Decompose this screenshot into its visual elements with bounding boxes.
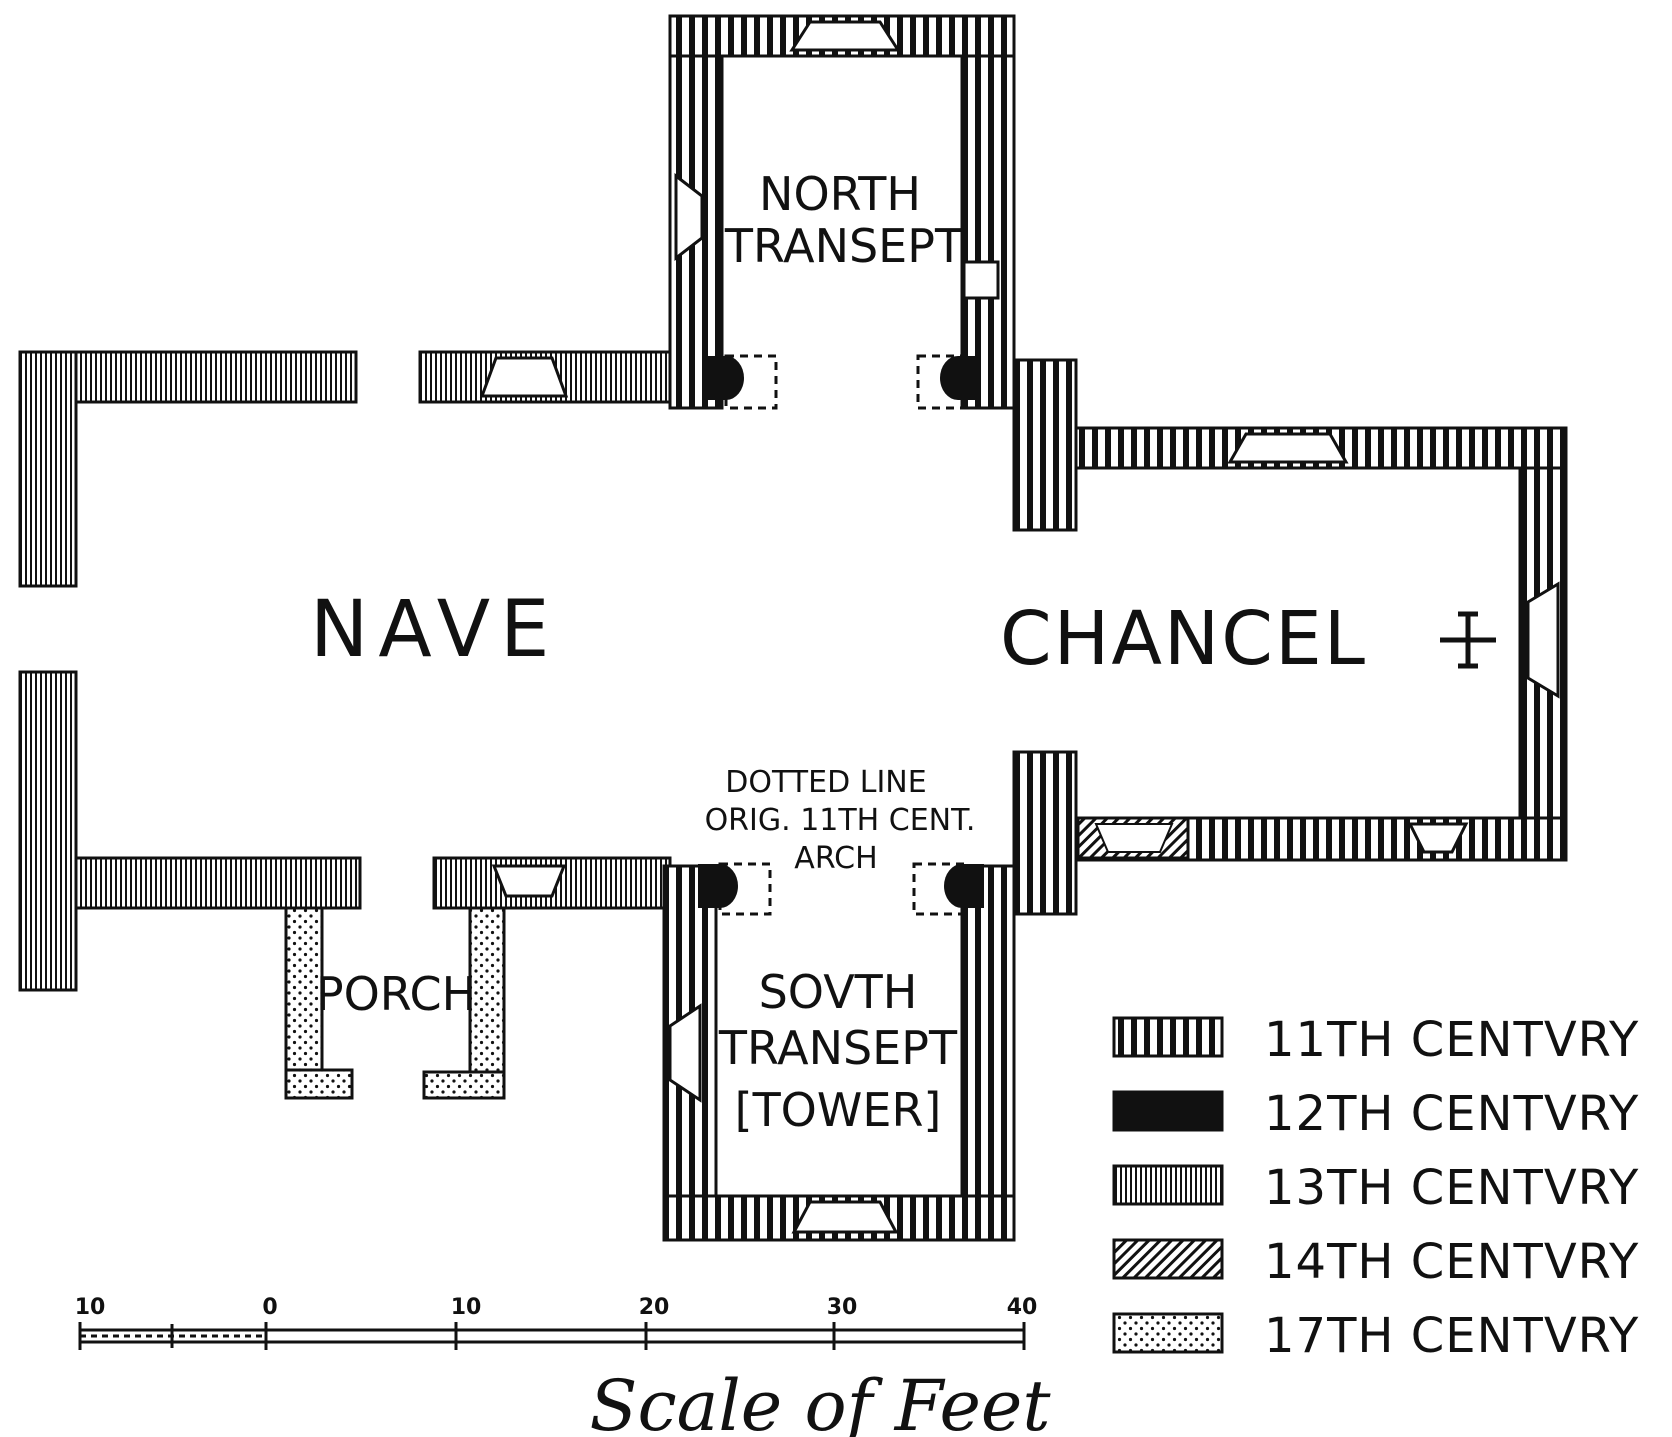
annotation-line-1: DOTTED LINE <box>725 765 926 800</box>
window-nave-north <box>479 356 569 398</box>
altar-cross-icon <box>1440 611 1496 669</box>
respond-north-east <box>940 356 980 400</box>
label-south-transept-2: TRANSEPT <box>718 1021 958 1075</box>
legend-label-11th: 11TH CENTVRY <box>1264 1012 1639 1068</box>
legend-swatch-14th <box>1112 1238 1224 1280</box>
window-chancel-north <box>1227 432 1349 464</box>
legend-label-12th: 12TH CENTVRY <box>1264 1086 1639 1142</box>
original-arch-outlines <box>718 354 968 916</box>
nave-wall-west-north <box>18 350 78 588</box>
arch-outline-south-east <box>912 862 966 916</box>
porch-walls <box>284 906 506 1100</box>
legend-label-14th: 14TH CENTVRY <box>1264 1234 1639 1290</box>
label-south-transept-1: SOVTH <box>759 965 918 1019</box>
legend-swatch-13th <box>1112 1164 1224 1206</box>
window-chancel-south-east <box>1407 822 1469 854</box>
annotation-line-2: ORIG. 11TH CENT. <box>705 803 976 838</box>
porch-wall-east-return <box>422 1070 506 1100</box>
chancel-pier-south <box>1012 750 1078 916</box>
label-nave: NAVE <box>310 585 559 675</box>
respond-south-west <box>698 864 738 908</box>
scale-tick-label-4: 30 <box>827 1295 858 1320</box>
arch-outline-north-west <box>724 354 778 410</box>
legend-item-12th: 12TH CENTVRY <box>1112 1086 1639 1142</box>
label-north-transept-1: NORTH <box>759 167 921 221</box>
north-transept-wall-east <box>960 54 1016 410</box>
arch-outline-south-west <box>718 862 772 916</box>
annotation-line-3: ARCH <box>794 841 877 876</box>
legend-label-13th: 13TH CENTVRY <box>1264 1160 1639 1216</box>
window-north-transept-west <box>674 172 704 262</box>
scale-tick-label-0: 10 <box>75 1295 106 1320</box>
porch-wall-east <box>468 906 506 1100</box>
scale-ticks <box>78 1322 1026 1350</box>
label-porch: PORCH <box>316 967 476 1021</box>
respond-north-west <box>704 356 744 400</box>
nave-wall-north-west <box>74 350 358 404</box>
scale-tick-label-2: 10 <box>451 1295 482 1320</box>
window-south-transept-west <box>668 1003 702 1103</box>
legend-swatch-11th <box>1112 1016 1224 1058</box>
south-transept-wall-east <box>960 864 1016 1242</box>
scale-tick-label-3: 20 <box>639 1295 670 1320</box>
legend-item-11th: 11TH CENTVRY <box>1112 1012 1639 1068</box>
window-chancel-east <box>1526 581 1560 699</box>
scale-tick-label-1: 0 <box>262 1295 277 1320</box>
window-14th-century-opening <box>1094 823 1174 853</box>
twelfth-century-responds <box>698 356 984 908</box>
window-nave-south <box>491 864 567 898</box>
legend-item-13th: 13TH CENTVRY <box>1112 1160 1639 1216</box>
label-south-transept-3: [TOWER] <box>735 1083 942 1137</box>
legend: 11TH CENTVRY 12TH CENTVRY 13TH CENTVRY 1… <box>1112 1012 1639 1364</box>
legend-item-14th: 14TH CENTVRY <box>1112 1234 1639 1290</box>
nave-wall-west-south <box>18 670 78 992</box>
legend-swatch-12th <box>1112 1090 1224 1132</box>
legend-label-17th: 17TH CENTVRY <box>1264 1308 1639 1364</box>
scale-tick-label-5: 40 <box>1007 1295 1038 1320</box>
legend-item-17th: 17TH CENTVRY <box>1112 1308 1639 1364</box>
scale-bar: 10 0 10 20 30 40 Scale of Feet <box>75 1295 1052 1437</box>
label-north-transept-2: TRANSEPT <box>724 219 964 273</box>
window-openings <box>479 20 1560 1234</box>
window-north-transept-north <box>789 20 901 52</box>
piscina-detail <box>962 260 1000 300</box>
porch-wall-west-return <box>284 1068 354 1100</box>
arch-outline-north-east <box>916 354 968 410</box>
chancel-pier-north <box>1012 358 1078 532</box>
legend-swatch-17th <box>1112 1312 1224 1354</box>
nave-wall-south-west <box>74 856 362 910</box>
label-chancel: CHANCEL <box>1000 596 1367 682</box>
window-south-transept-south <box>791 1200 899 1234</box>
scale-title: Scale of Feet <box>590 1365 1052 1437</box>
